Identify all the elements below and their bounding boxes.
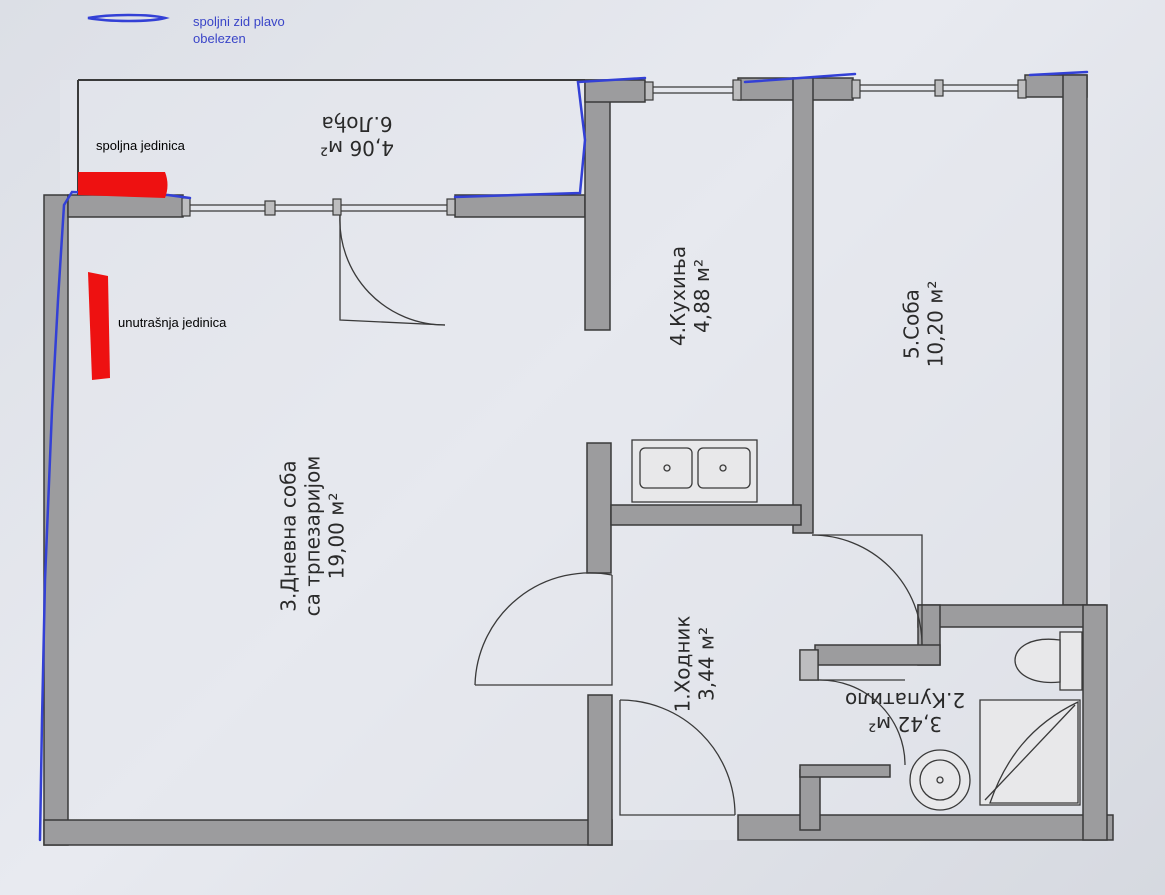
toilet — [1014, 631, 1083, 691]
legend-line-2: obelezen — [193, 31, 246, 46]
room-living-name2: са трпезаријом — [300, 455, 325, 617]
kitchen-sink — [631, 439, 758, 503]
room-bedroom-name: 5.Соба — [899, 289, 924, 359]
room-living-label: 3.Дневна соба са трпезаријом 19,00 м² — [276, 456, 348, 617]
room-loggia-area: 4,06 м² — [320, 136, 394, 160]
doors — [339, 214, 923, 816]
room-hallway-name: 1.Ходник — [670, 615, 695, 713]
room-kitchen-label: 4.Кухиња 4,88 м² — [666, 246, 714, 346]
room-living-area: 19,00 м² — [324, 492, 349, 580]
room-bedroom-area: 10,20 м² — [923, 280, 948, 368]
room-hallway-area: 3,44 м² — [694, 627, 719, 702]
outdoor-unit-marker — [78, 172, 168, 198]
room-bathroom-name: 2.Купатило — [845, 688, 966, 712]
bathroom-sink — [909, 749, 971, 811]
room-loggia-label: 4,06 м² 6.Лођа — [320, 112, 394, 160]
outdoor-unit-label: spoljna jedinica — [96, 138, 185, 153]
room-bathroom-area: 3,42 м² — [868, 712, 943, 736]
ac-markers — [78, 172, 168, 380]
room-hallway-label: 1.Ходник 3,44 м² — [671, 615, 719, 712]
room-bathroom-label: 3,42 м² 2.Купатило — [845, 688, 965, 736]
indoor-unit-label: unutrašnja jedinica — [118, 315, 227, 330]
room-loggia-name: 6.Лођа — [321, 112, 393, 136]
shower — [979, 699, 1081, 806]
room-living-name: 3.Дневна соба — [276, 460, 301, 612]
room-bedroom-label: 5.Соба 10,20 м² — [899, 281, 947, 368]
windows — [181, 79, 1027, 217]
legend-line-1: spoljni zid plavo — [193, 14, 285, 29]
room-kitchen-area: 4,88 м² — [690, 259, 715, 333]
walls — [43, 74, 1114, 846]
legend-text: spoljni zid plavo obelezen — [193, 13, 323, 47]
indoor-unit-marker — [88, 272, 110, 380]
room-kitchen-name: 4.Кухиња — [666, 245, 691, 347]
